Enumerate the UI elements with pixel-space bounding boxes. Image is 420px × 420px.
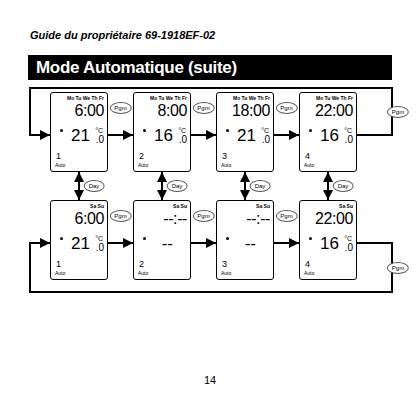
time-readout: 22:00 [315,103,353,119]
flow-arrow [274,134,299,136]
day-indicator: Mo Tu We Th Fr [67,96,104,101]
temperature-readout: 16 [320,235,339,252]
sensor-icon [226,237,229,240]
button-label: Pgm [275,210,297,222]
period-number: 4 [305,260,310,269]
decimal-readout: .0 [345,135,353,145]
day-indicator: Mo Tu We Th Fr [150,96,187,101]
temperature-readout: 21 [71,127,90,144]
temperature-readout: -- [245,235,256,252]
lcd-display: Mo Tu We Th Fr 18:00 21 °C.0 3Auto [216,92,274,172]
sensor-icon [60,129,63,132]
flow-arrow [78,172,80,200]
period-number: 1 [56,260,61,269]
button-label: Day [84,180,105,192]
button-label: Pgm [387,262,409,274]
flow-arrow [108,242,133,244]
title-text: Mode Automatique (suite) [36,58,237,78]
temperature-readout: 16 [320,127,339,144]
page-number: 14 [0,374,420,386]
mode-indicator: Auto [304,163,314,168]
sensor-icon [309,129,312,132]
button-label: Pgm [109,102,131,114]
temperature-readout: 21 [71,235,90,252]
period-number: 1 [56,152,61,161]
flow-arrow [327,172,329,200]
time-readout: 18:00 [232,103,270,119]
temperature-readout: -- [162,235,173,252]
time-readout: 6:00 [74,103,104,119]
time-readout: --:-- [163,211,187,227]
unit-symbol: °C [95,127,103,134]
title-band: Mode Automatique (suite) [28,55,392,80]
day-indicator: Sa Su [173,204,187,209]
mode-indicator: Auto [138,271,148,276]
flow-arrow [191,242,216,244]
lcd-display: Sa Su --:-- -- 2Auto [133,200,191,280]
flow-arrow [161,172,163,200]
decimal-readout: .0 [96,135,104,145]
button-label: Pgm [192,210,214,222]
time-readout: 6:00 [74,211,104,227]
lcd-display: Mo Tu We Th Fr 6:00 21 °C.0 1Auto [50,92,108,172]
button-label: Pgm [275,102,297,114]
mode-indicator: Auto [55,163,65,168]
unit-symbol: °C [344,127,352,134]
day-indicator: Mo Tu We Th Fr [316,96,353,101]
unit-symbol: °C [95,235,103,242]
button-label: Day [167,180,188,192]
time-readout: 8:00 [157,103,187,119]
sensor-icon [226,129,229,132]
sensor-icon [143,237,146,240]
period-number: 3 [222,260,227,269]
temperature-readout: 16 [154,127,173,144]
sensor-icon [143,129,146,132]
mode-indicator: Auto [55,271,65,276]
running-header: Guide du propriétaire 69-1918EF-02 [30,29,215,41]
decimal-readout: .0 [345,243,353,253]
lcd-display: Sa Su 6:00 21 °C.0 1Auto [50,200,108,280]
lcd-display: Mo Tu We Th Fr 22:00 16 °C.0 4Auto [299,92,357,172]
button-label: Pgm [109,210,131,222]
period-number: 4 [305,152,310,161]
time-readout: 22:00 [315,211,353,227]
decimal-readout: .0 [96,243,104,253]
flow-arrow [191,134,216,136]
lcd-display: Sa Su --:-- -- 3Auto [216,200,274,280]
day-indicator: Sa Su [256,204,270,209]
button-label: Pgm [192,102,214,114]
period-number: 2 [139,152,144,161]
decimal-readout: .0 [262,135,270,145]
button-label: Day [333,180,354,192]
mode-indicator: Auto [138,163,148,168]
button-label: Pgm [387,106,409,118]
period-number: 3 [222,152,227,161]
day-indicator: Sa Su [339,204,353,209]
lcd-display: Mo Tu We Th Fr 8:00 16 °C.0 2Auto [133,92,191,172]
flow-arrow [108,134,133,136]
unit-symbol: °C [261,127,269,134]
sensor-icon [60,237,63,240]
mode-indicator: Auto [221,163,231,168]
temperature-readout: 21 [237,127,256,144]
unit-symbol: °C [178,127,186,134]
period-number: 2 [139,260,144,269]
day-indicator: Mo Tu We Th Fr [233,96,270,101]
decimal-readout: .0 [179,135,187,145]
flow-arrow [244,172,246,200]
mode-indicator: Auto [304,271,314,276]
sensor-icon [309,237,312,240]
lcd-display: Sa Su 22:00 16 °C.0 4Auto [299,200,357,280]
flow-arrow [274,242,299,244]
unit-symbol: °C [344,235,352,242]
day-indicator: Sa Su [90,204,104,209]
time-readout: --:-- [246,211,270,227]
button-label: Day [250,180,271,192]
mode-indicator: Auto [221,271,231,276]
